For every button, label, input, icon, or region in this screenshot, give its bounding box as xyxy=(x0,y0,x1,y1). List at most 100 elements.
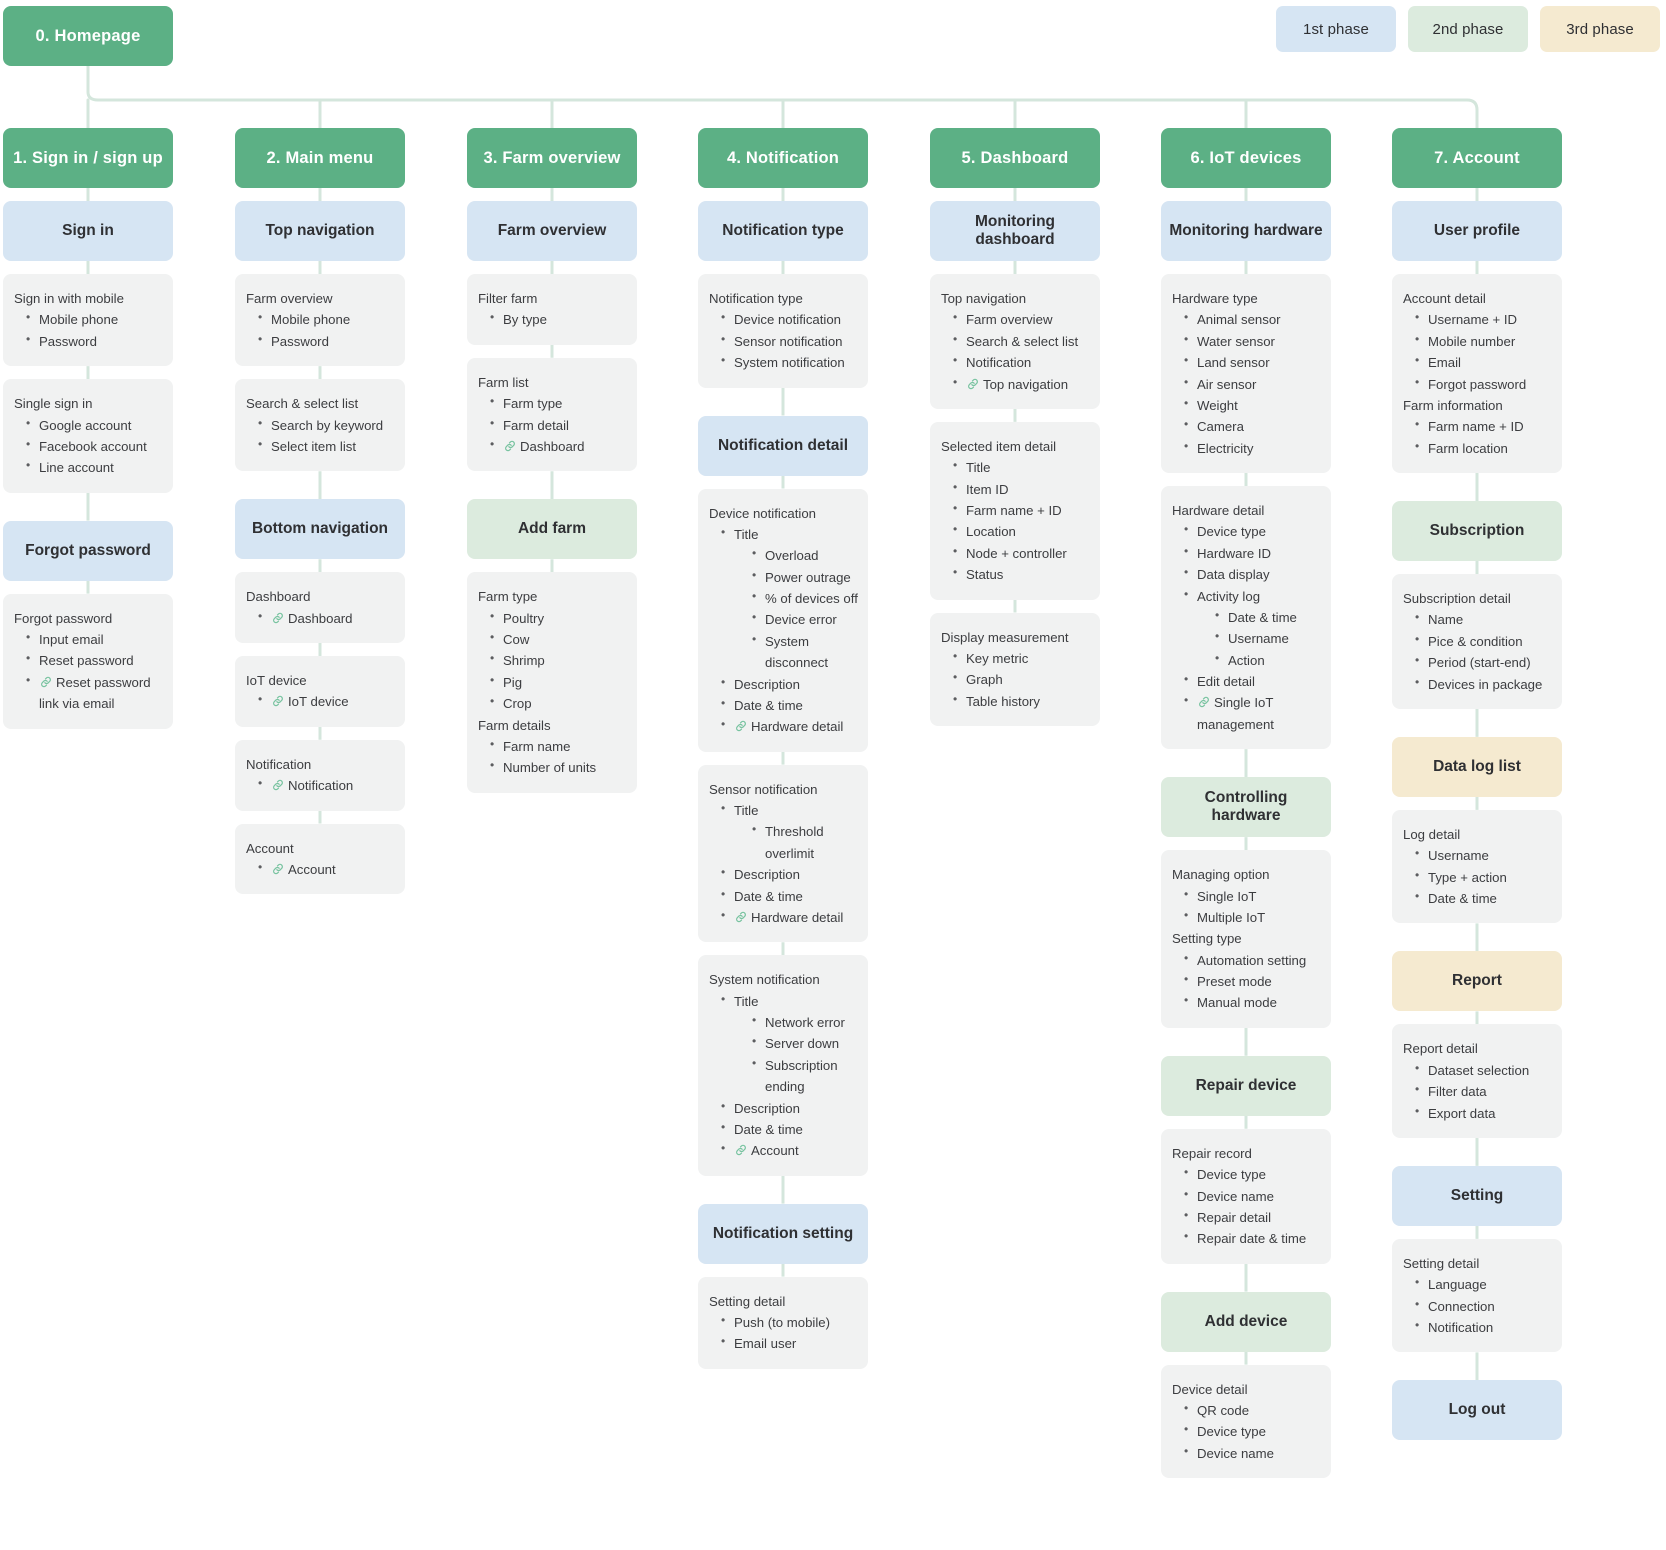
list-item: Description xyxy=(721,863,859,885)
screen-node-report[interactable]: Report xyxy=(1392,951,1562,1012)
screen-node-setting[interactable]: Setting xyxy=(1392,1165,1562,1226)
list-item[interactable]: Dashboard xyxy=(490,435,628,457)
section-header-2-main-menu[interactable]: 2. Main menu xyxy=(235,128,405,188)
list-item: Password xyxy=(258,330,396,352)
list-item[interactable]: Account xyxy=(721,1139,859,1161)
list-item: Google account xyxy=(26,413,164,436)
list-item: Farm detail xyxy=(490,413,628,436)
list-item-label: Table history xyxy=(966,693,1041,709)
group-title: Setting detail xyxy=(709,1293,786,1309)
list-item[interactable]: Top navigation xyxy=(953,372,1091,395)
list-item: Animal sensor xyxy=(1184,308,1322,330)
screen-node-controlling-hardware[interactable]: Controlling hardware xyxy=(1161,777,1331,838)
group-list: Mobile phonePassword xyxy=(258,308,396,352)
list-item: Date & time xyxy=(1415,887,1553,909)
section-header-4-notification[interactable]: 4. Notification xyxy=(698,128,868,188)
screen-node-user-profile[interactable]: User profile xyxy=(1392,201,1562,261)
group-list: Account xyxy=(258,858,396,880)
group-list: Farm nameNumber of units xyxy=(490,735,628,779)
group-list: Device typeHardware IDData displayActivi… xyxy=(1184,520,1322,735)
sub-list-item: Threshold overlimit xyxy=(752,820,859,864)
screen-node-forgot-password[interactable]: Forgot password xyxy=(3,520,173,581)
list-item-label: Hardware ID xyxy=(1197,545,1272,561)
list-item-label: Device type xyxy=(1197,1167,1266,1183)
screen-node-bottom-navigation[interactable]: Bottom navigation xyxy=(235,499,405,560)
group-list: Farm name + IDFarm location xyxy=(1415,415,1553,459)
sub-list-item: Date & time xyxy=(1215,606,1322,628)
screen-node-farm-overview[interactable]: Farm overview xyxy=(467,201,637,261)
list-item: Type + action xyxy=(1415,866,1553,888)
list-item: Title xyxy=(953,456,1091,478)
screen-node-monitoring-hardware[interactable]: Monitoring hardware xyxy=(1161,201,1331,261)
screen-node-top-navigation[interactable]: Top navigation xyxy=(235,201,405,261)
list-item: Air sensor xyxy=(1184,372,1322,395)
section-header-7-account[interactable]: 7. Account xyxy=(1392,128,1562,188)
sub-list: Network errorServer downSubscription end… xyxy=(752,1011,859,1098)
group-title: Repair record xyxy=(1172,1145,1252,1161)
list-item: Description xyxy=(721,1096,859,1119)
list-item-label: Date & time xyxy=(734,1121,803,1137)
list-item-label: Multiple IoT xyxy=(1197,909,1266,925)
list-item-label: Poultry xyxy=(503,610,545,626)
list-item-label: Shrimp xyxy=(503,653,545,669)
list-item-label: Farm type xyxy=(503,396,563,412)
list-item-label: Land sensor xyxy=(1197,355,1270,371)
list-item: Mobile phone xyxy=(258,308,396,330)
section-header-1-sign-in-sign-up[interactable]: 1. Sign in / sign up xyxy=(3,128,173,188)
sub-list-item: Network error xyxy=(752,1011,859,1033)
link-icon xyxy=(734,719,748,733)
screen-node-sign-in[interactable]: Sign in xyxy=(3,201,173,261)
list-item-label: Google account xyxy=(39,417,132,433)
list-item: Dataset selection xyxy=(1415,1059,1553,1081)
screen-node-repair-device[interactable]: Repair device xyxy=(1161,1055,1331,1116)
list-item-label: Notification xyxy=(966,355,1032,371)
screen-node-subscription[interactable]: Subscription xyxy=(1392,501,1562,561)
link-icon xyxy=(271,778,285,792)
list-item-label: Hardware detail xyxy=(751,719,844,735)
section-header-6-iot-devices[interactable]: 6. IoT devices xyxy=(1161,128,1331,188)
group-list: Device notificationSensor notificationSy… xyxy=(721,308,859,373)
detail-card: Farm typePoultryCowShrimpPigCropFarm det… xyxy=(467,572,637,793)
group-title: Notification type xyxy=(709,291,803,306)
legend-chip-3rd-phase: 3rd phase xyxy=(1540,6,1660,52)
group-list: Mobile phonePassword xyxy=(26,308,164,352)
section-header-5-dashboard[interactable]: 5. Dashboard xyxy=(930,128,1100,188)
screen-node-add-farm[interactable]: Add farm xyxy=(467,499,637,560)
list-item: Date & time xyxy=(721,694,859,716)
list-item[interactable]: IoT device xyxy=(258,690,396,712)
list-item-label: Description xyxy=(734,867,800,883)
section-header-3-farm-overview[interactable]: 3. Farm overview xyxy=(467,128,637,188)
sub-list-item-label: Date & time xyxy=(1228,609,1297,625)
group-title: Dashboard xyxy=(246,589,311,605)
list-item-label: Farm name + ID xyxy=(1428,419,1524,435)
list-item[interactable]: Hardware detail xyxy=(721,715,859,737)
list-item[interactable]: Single IoT management xyxy=(1184,691,1322,735)
group-title: Selected item detail xyxy=(941,438,1057,454)
list-item[interactable]: Notification xyxy=(258,774,396,796)
list-item-label: Filter data xyxy=(1428,1084,1487,1100)
sub-list-item-label: Action xyxy=(1228,652,1265,668)
screen-node-notification-setting[interactable]: Notification setting xyxy=(698,1203,868,1264)
list-item-label: Export data xyxy=(1428,1105,1496,1121)
screen-node-notification-detail[interactable]: Notification detail xyxy=(698,415,868,476)
screen-node-notification-type[interactable]: Notification type xyxy=(698,201,868,261)
list-item[interactable]: Account xyxy=(258,858,396,880)
list-item-label: Graph xyxy=(966,672,1003,688)
list-item[interactable]: Reset password link via email xyxy=(26,671,164,715)
link-icon xyxy=(1197,695,1211,709)
list-item-label: Language xyxy=(1428,1277,1487,1293)
group-title: Sign in with mobile xyxy=(14,291,124,306)
screen-node-data-log-list[interactable]: Data log list xyxy=(1392,736,1562,797)
screen-node-monitoring-dashboard[interactable]: Monitoring dashboard xyxy=(930,201,1100,261)
node-homepage[interactable]: 0. Homepage xyxy=(3,6,173,66)
group-title: Sensor notification xyxy=(709,781,818,797)
screen-node-log-out[interactable]: Log out xyxy=(1392,1380,1562,1441)
list-item[interactable]: Dashboard xyxy=(258,607,396,629)
detail-card: Search & select listSearch by keywordSel… xyxy=(235,379,405,472)
list-item[interactable]: Hardware detail xyxy=(721,906,859,928)
screen-node-add-device[interactable]: Add device xyxy=(1161,1291,1331,1352)
